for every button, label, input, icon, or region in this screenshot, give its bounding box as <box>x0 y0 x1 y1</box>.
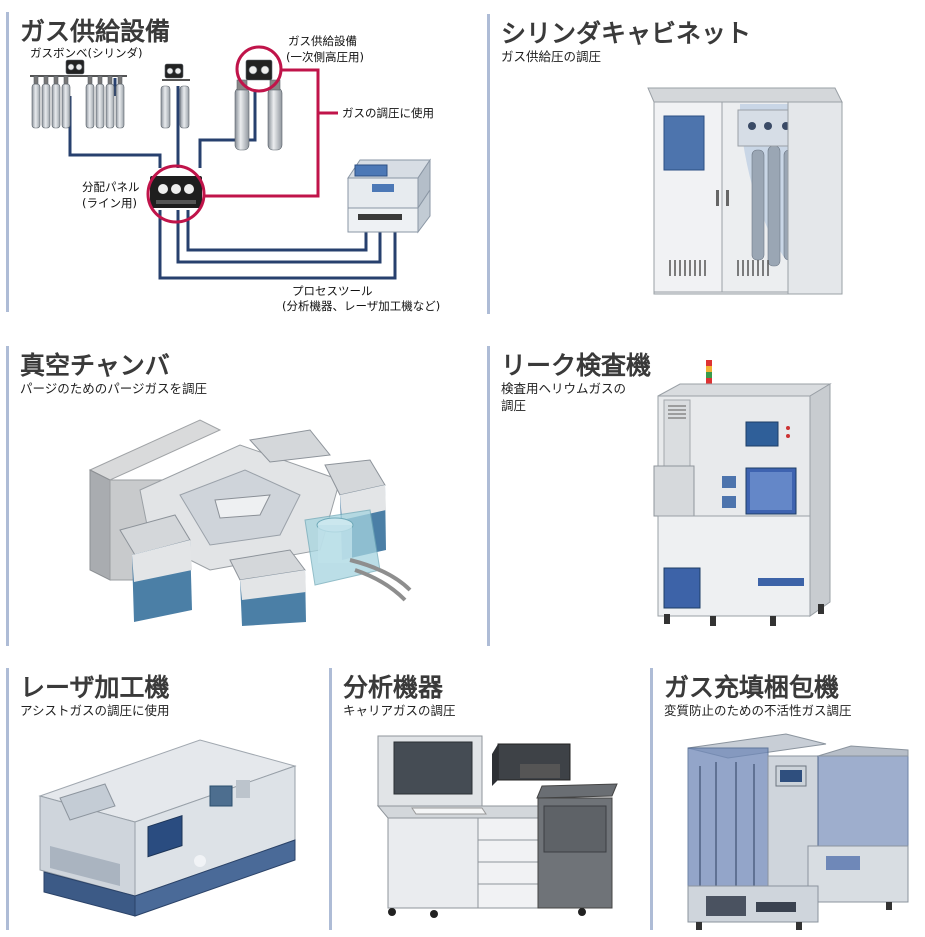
highlight-ring <box>235 45 283 93</box>
subtitle-line: 調圧 <box>501 398 527 413</box>
panel-packaging: ガス充填梱包機 変質防止のための不活性ガス調圧 <box>650 668 922 933</box>
accent-bar <box>329 668 332 930</box>
panel-analyzer: 分析機器 キャリアガスの調圧 <box>329 668 639 933</box>
panel-title: レーザ加工機 <box>20 673 170 702</box>
vacuum-chamber-illustration <box>80 400 420 630</box>
panel-title: 真空チャンバ <box>20 351 170 380</box>
process-tool-machine <box>347 158 431 234</box>
panel-title: シリンダキャビネット <box>501 19 752 48</box>
panel-subtitle: キャリアガスの調圧 <box>343 703 456 718</box>
label-supply-equipment: ガス供給設備 <box>288 34 357 48</box>
panel-cylinder-cabinet: シリンダキャビネット ガス供給圧の調圧 <box>487 14 917 324</box>
accent-bar <box>6 346 9 646</box>
panel-subtitle: アシストガスの調圧に使用 <box>20 703 170 718</box>
label-distribution-panel-sub: (ライン用) <box>82 196 137 210</box>
red-line <box>204 68 320 198</box>
pipe <box>176 210 382 264</box>
label-regulate-use: ガスの調圧に使用 <box>342 106 434 120</box>
packaging-machine-illustration <box>676 726 916 931</box>
pipe <box>158 210 397 280</box>
supply-cylinders <box>234 59 283 151</box>
cylinder-cabinet-illustration <box>640 80 850 300</box>
label-cylinder: ガスボンベ(シリンダ) <box>30 46 143 60</box>
accent-bar <box>6 12 9 312</box>
label-process-tool-sub: (分析機器、レーザ加工機など) <box>282 299 441 313</box>
subtitle-line: 検査用ヘリウムガスの <box>501 381 627 396</box>
panel-title: 分析機器 <box>343 673 444 702</box>
panel-laser: レーザ加工機 アシストガスの調圧に使用 <box>6 668 326 933</box>
pipe <box>198 90 257 168</box>
accent-bar <box>487 346 490 646</box>
label-distribution-panel: 分配パネル <box>82 180 140 194</box>
distribution-panel <box>150 176 202 208</box>
gas-supply-diagram <box>0 0 480 325</box>
leak-tester-illustration <box>650 356 850 636</box>
laser-machine-illustration <box>30 736 305 926</box>
label-process-tool: プロセスツール <box>292 284 373 298</box>
panel-title: ガス供給設備 <box>20 17 171 46</box>
panel-subtitle: 検査用ヘリウムガスの 調圧 <box>501 380 626 414</box>
analyzer-illustration <box>372 726 622 921</box>
panel-subtitle: ガス供給圧の調圧 <box>501 49 602 64</box>
accent-bar <box>487 14 490 314</box>
panel-title: ガス充填梱包機 <box>664 673 840 702</box>
panel-subtitle: パージのためのパージガスを調圧 <box>20 381 208 396</box>
accent-bar <box>6 668 9 930</box>
pipe <box>186 210 368 252</box>
highlight-ring <box>146 164 206 224</box>
gas-cylinder-pair <box>160 63 190 129</box>
panel-leak-tester: リーク検査機 検査用ヘリウムガスの 調圧 <box>487 346 917 656</box>
gas-cylinder-group <box>30 59 127 129</box>
panel-vacuum-chamber: 真空チャンバ パージのためのパージガスを調圧 <box>6 346 476 656</box>
panel-gas-supply: ガス供給設備 <box>6 12 476 322</box>
accent-bar <box>650 668 653 930</box>
panel-title: リーク検査機 <box>501 351 652 380</box>
pipe <box>68 96 162 168</box>
label-supply-equipment-sub: (一次側高圧用) <box>286 50 364 64</box>
panel-subtitle: 変質防止のための不活性ガス調圧 <box>664 703 852 718</box>
